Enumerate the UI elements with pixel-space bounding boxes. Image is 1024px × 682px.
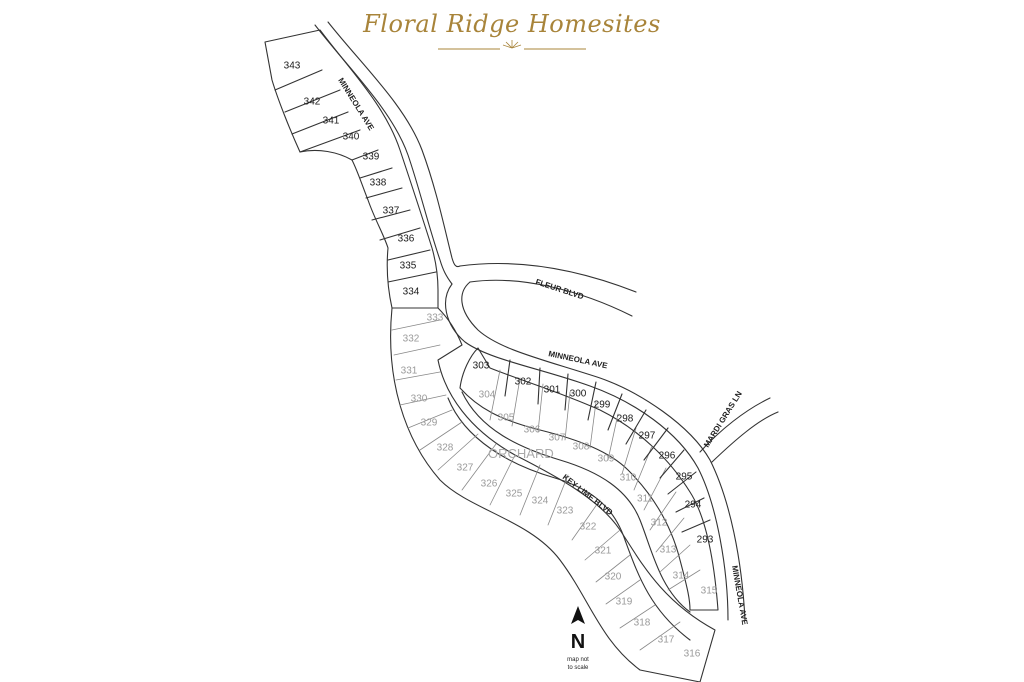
area-label-orchard: ORCHARD	[488, 446, 554, 461]
lot-label-310[interactable]: 310	[620, 473, 637, 484]
lot-label-342[interactable]: 342	[304, 97, 321, 108]
road-label-mardi-gras: MARDI GRAS LN	[702, 389, 744, 449]
road-minneola-center-south-edge	[445, 283, 729, 621]
lot-label-322[interactable]: 322	[580, 522, 597, 533]
north-block-outline	[264, 29, 439, 309]
road-mardi-gras-south	[711, 411, 779, 463]
scale-note-line2: to scale	[568, 665, 589, 671]
title-ornament	[438, 40, 586, 50]
lot-label-316[interactable]: 316	[684, 649, 701, 660]
road-minneola-center-north-edge	[461, 281, 746, 621]
lot-label-339[interactable]: 339	[363, 152, 380, 163]
north-letter: N	[571, 631, 585, 653]
lot-label-337[interactable]: 337	[383, 206, 400, 217]
lot-label-303[interactable]: 303	[473, 361, 490, 372]
road-label-minneola-south: MINNEOLA AVE	[730, 565, 749, 626]
map-title: Floral Ridge Homesites	[363, 10, 661, 38]
north-arrow: N map not to scale	[567, 606, 589, 671]
lot-label-299[interactable]: 299	[594, 400, 611, 411]
west-block-outline	[390, 307, 716, 682]
road-label-minneola-center: MINNEOLA AVE	[548, 349, 609, 370]
scale-note-line1: map not	[567, 657, 589, 663]
lot-label-329[interactable]: 329	[421, 418, 438, 429]
lot-label-297[interactable]: 297	[639, 431, 656, 442]
road-fleur-north-edge	[459, 262, 637, 293]
lot-label-309[interactable]: 309	[598, 454, 615, 465]
lot-label-318[interactable]: 318	[634, 618, 651, 629]
north-arrow-icon	[571, 606, 585, 624]
lot-dividers-west	[391, 319, 681, 651]
road-minneola-north-west-edge	[314, 24, 453, 285]
road-mardi-gras-north	[699, 397, 771, 453]
lot-label-311[interactable]: 311	[637, 494, 653, 505]
lot-dividers-minneola-east	[504, 359, 711, 533]
lot-label-304[interactable]: 304	[479, 390, 496, 401]
lot-label-326[interactable]: 326	[481, 479, 498, 490]
lot-label-323[interactable]: 323	[557, 506, 574, 517]
lot-label-307[interactable]: 307	[549, 433, 566, 444]
lot-label-306[interactable]: 306	[524, 425, 541, 436]
lot-label-328[interactable]: 328	[437, 443, 454, 454]
lot-label-332[interactable]: 332	[403, 334, 420, 345]
lot-label-321[interactable]: 321	[595, 546, 612, 557]
road-key-lime-north-edge	[461, 391, 691, 613]
lot-label-325[interactable]: 325	[506, 489, 523, 500]
lot-label-320[interactable]: 320	[605, 572, 622, 583]
road-minneola-north-east-edge	[327, 21, 461, 268]
lot-label-296[interactable]: 296	[659, 451, 676, 462]
lot-label-324[interactable]: 324	[532, 496, 549, 507]
lot-label-293[interactable]: 293	[697, 535, 714, 546]
road-label-fleur-blvd: FLEUR BLVD	[534, 277, 585, 301]
lot-label-301[interactable]: 301	[544, 385, 561, 396]
lot-label-314[interactable]: 314	[673, 571, 690, 582]
lot-label-335[interactable]: 335	[400, 261, 417, 272]
road-key-lime-south-edge	[447, 397, 691, 641]
lot-label-312[interactable]: 312	[651, 518, 668, 529]
lot-label-294[interactable]: 294	[685, 500, 702, 511]
lot-label-341[interactable]: 341	[323, 116, 340, 127]
lot-label-338[interactable]: 338	[370, 178, 387, 189]
lot-label-317[interactable]: 317	[658, 635, 675, 646]
lot-label-340[interactable]: 340	[343, 132, 360, 143]
lot-label-315[interactable]: 315	[701, 586, 718, 597]
lot-label-343[interactable]: 343	[284, 61, 301, 72]
lot-label-305[interactable]: 305	[498, 413, 515, 424]
road-label-minneola-north: MINNEOLA AVE	[336, 76, 376, 132]
lot-label-330[interactable]: 330	[411, 394, 428, 405]
lot-label-336[interactable]: 336	[398, 234, 415, 245]
lot-label-302[interactable]: 302	[515, 377, 532, 388]
lot-label-327[interactable]: 327	[457, 463, 474, 474]
lot-label-333[interactable]: 333	[427, 313, 444, 324]
lot-label-308[interactable]: 308	[573, 442, 590, 453]
lot-dividers-north	[274, 69, 437, 283]
lot-label-300[interactable]: 300	[570, 389, 587, 400]
lot-label-298[interactable]: 298	[617, 414, 634, 425]
lot-label-295[interactable]: 295	[676, 472, 693, 483]
lot-label-319[interactable]: 319	[616, 597, 633, 608]
lot-label-331[interactable]: 331	[401, 366, 418, 377]
lot-label-334[interactable]: 334	[403, 287, 420, 298]
lot-label-313[interactable]: 313	[660, 545, 677, 556]
road-fleur-south-edge	[469, 279, 633, 317]
